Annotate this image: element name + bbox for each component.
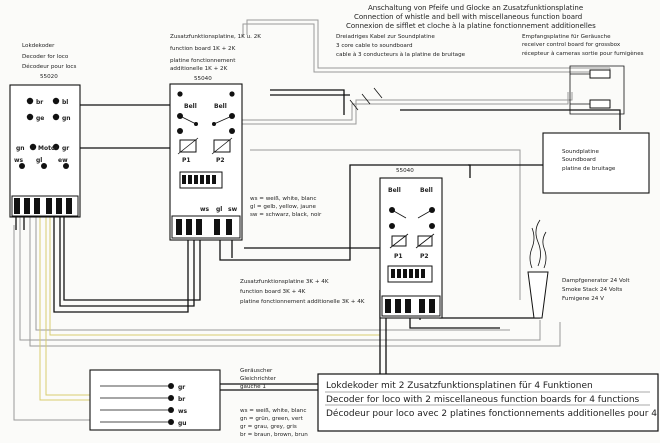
board1-pin-label-gl: gl bbox=[216, 206, 222, 213]
switch-box-legend-4: br = braun, brown, brun bbox=[240, 432, 308, 438]
dip-switch-1 bbox=[179, 171, 223, 189]
cable-label-fr: cable à 3 conducteurs à la platine de br… bbox=[336, 51, 466, 58]
caption-box bbox=[317, 373, 659, 432]
decoder-pin-label-br: br bbox=[36, 99, 43, 106]
receiver-label-fr: récepteur à cameras sortie pour fumigène… bbox=[522, 50, 644, 57]
smoke-label-de: Dampfgenerator 24 Volt bbox=[562, 278, 630, 284]
decoder-label-fr: Décodeur pour locs bbox=[22, 63, 77, 70]
board2-part-number: 55040 bbox=[396, 168, 414, 174]
title-en: Connection of whistle and bell with misc… bbox=[354, 13, 582, 21]
caption-line-de: Lokdekoder mit 2 Zusatzfunktionsplatinen… bbox=[326, 381, 593, 391]
switch-box-pin-label-gr: gr bbox=[178, 384, 185, 391]
dip-switch-2 bbox=[387, 265, 433, 283]
three-core-cable-contacts bbox=[343, 87, 383, 115]
caption-line-fr: Décodeur pour loco avec 2 platines fonct… bbox=[326, 408, 660, 419]
decoder-connector bbox=[11, 195, 79, 217]
decoder-pin-ge bbox=[26, 113, 34, 121]
decoder-pin-label-bl: bl bbox=[62, 99, 68, 106]
decoder-pin-label-ew: ew bbox=[58, 157, 68, 164]
board2-label-3: platine fonctionnement additionelle 3K +… bbox=[240, 299, 365, 305]
decoder-board bbox=[9, 84, 81, 218]
decoder-pin-label-gl: gl bbox=[36, 157, 42, 164]
potentiometer-p2-b2 bbox=[415, 233, 435, 249]
board1-legend-1: ws = weiß, white, blanc bbox=[250, 196, 316, 202]
board1-relay-label-1: Bell bbox=[184, 103, 197, 110]
decoder-pin-br bbox=[26, 97, 34, 105]
function-board-1-body bbox=[169, 83, 243, 241]
board1-label-3: platine fonctionnement bbox=[170, 58, 236, 64]
board2-relay-label-2: Bell bbox=[420, 187, 433, 194]
receiver-control bbox=[569, 65, 625, 115]
relay-1a bbox=[177, 113, 198, 134]
board1-pot-label-1: P1 bbox=[182, 157, 191, 164]
decoder-pin-label-left-gr: gr bbox=[62, 145, 69, 152]
decoder-pin-label-ws: ws bbox=[14, 157, 24, 164]
title-fr: Connexion de sifflet et cloche à la plat… bbox=[346, 22, 596, 30]
soundboard-label-fr: platine de bruitage bbox=[562, 166, 616, 172]
board2-pot-label-2: P2 bbox=[420, 253, 429, 260]
board1-connector bbox=[171, 215, 241, 239]
board1-label-1: Zusatzfunktionsplatine, 1K u. 2K bbox=[170, 34, 261, 40]
decoder-label-de: Lokdekoder bbox=[22, 43, 55, 49]
receiver-label-de: Empfangsplatine für Geräusche bbox=[522, 34, 611, 40]
function-board-1 bbox=[169, 83, 243, 241]
receiver-label-en: receiver control board for grossbox bbox=[522, 42, 621, 48]
decoder-pin-label-gn: gn bbox=[62, 115, 71, 122]
cable-label-de: Dreiadriges Kabel zur Soundplatine bbox=[336, 34, 435, 40]
switch-box bbox=[89, 369, 221, 431]
decoder-pin-gn bbox=[52, 113, 60, 121]
decoder-55020 bbox=[9, 84, 81, 218]
function-board-2 bbox=[379, 177, 443, 319]
decoder-pin-label-ge: ge bbox=[36, 115, 44, 122]
switch-box-body bbox=[89, 369, 221, 431]
switch-box-label-1: Geräuscher bbox=[240, 368, 273, 374]
relay-1b bbox=[212, 113, 235, 134]
smoke-label-en: Smoke Stack 24 Volts bbox=[562, 287, 622, 293]
soundboard-label-en: Soundboard bbox=[562, 157, 596, 163]
board2-connector bbox=[381, 295, 441, 317]
board1-legend-3: sw = schwarz, black, noir bbox=[250, 212, 322, 218]
board2-label-2: function board 3K + 4K bbox=[240, 289, 306, 295]
switch-box-legend-1: ws = weiß, white, blanc bbox=[240, 408, 306, 414]
smoke-label-fr: Fumigene 24 V bbox=[562, 296, 604, 302]
cable-label-en: 3 core cable to soundboard bbox=[336, 43, 413, 49]
decoder-motor-label: Motor bbox=[38, 145, 58, 152]
board2-relay-label-1: Bell bbox=[388, 187, 401, 194]
title-de: Anschaltung von Pfeife und Glocke an Zus… bbox=[368, 4, 583, 12]
soundboard-box bbox=[542, 132, 650, 194]
potentiometer-p1 bbox=[177, 137, 199, 155]
switch-box-label-2: Gleichrichter bbox=[240, 376, 277, 382]
potentiometer-p1-b2 bbox=[389, 233, 409, 249]
switch-box-label-3: gauche 1 bbox=[240, 384, 266, 390]
board1-label-4: additionelle 1K + 2K bbox=[170, 66, 228, 72]
decoder-part-number: 55020 bbox=[40, 74, 58, 80]
switch-box-pin-label-ws: ws bbox=[178, 408, 188, 415]
decoder-label-en: Decoder for loco bbox=[22, 54, 69, 60]
soundboard-label-de: Soundplatine bbox=[562, 149, 599, 155]
board2-label-1: Zusatzfunktionsplatine 3K + 4K bbox=[240, 279, 329, 285]
decoder-pin-bl bbox=[52, 97, 60, 105]
board1-part-number: 55040 bbox=[194, 76, 212, 82]
board1-label-2: function board 1K + 2K bbox=[170, 46, 236, 52]
decoder-pin-label-left-gn: gn bbox=[16, 145, 25, 152]
switch-box-legend-2: gn = grün, green, vert bbox=[240, 416, 304, 422]
switch-box-legend-3: gr = grau, grey, gris bbox=[240, 424, 297, 430]
board1-pin-label-ws: ws bbox=[200, 206, 210, 213]
board2-pot-label-1: P1 bbox=[394, 253, 403, 260]
board1-relay-label-2: Bell bbox=[214, 103, 227, 110]
caption-line-en: Decoder for loco with 2 miscellaneous fu… bbox=[326, 395, 640, 405]
switch-box-pin-label-gu: gu bbox=[178, 420, 187, 427]
switch-box-pin-label-br: br bbox=[178, 396, 185, 403]
board1-legend-2: gl = gelb, yellow, jaune bbox=[250, 204, 316, 210]
smoke-generator bbox=[527, 219, 549, 319]
board1-pin-label-sw: sw bbox=[228, 206, 238, 213]
board1-pot-label-2: P2 bbox=[216, 157, 225, 164]
potentiometer-p2 bbox=[211, 137, 233, 155]
